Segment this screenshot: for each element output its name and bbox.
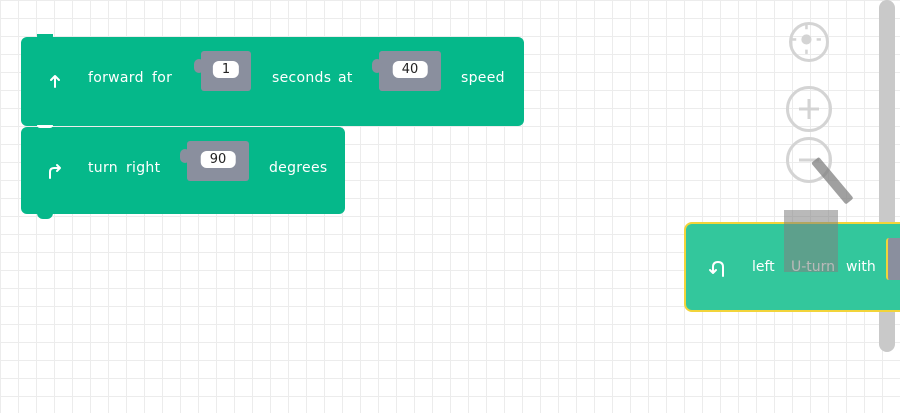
crosshair-icon: [792, 25, 821, 54]
turn-right-icon: [49, 164, 61, 179]
with-label: with: [846, 259, 876, 275]
turn-label: turn: [88, 160, 118, 176]
degrees-label: degrees: [269, 160, 328, 176]
for-label: for: [152, 70, 173, 86]
param-tab: [194, 59, 204, 73]
seconds-param[interactable]: 1: [194, 51, 251, 91]
arrow-up-icon: [50, 75, 60, 88]
block-notch: [37, 125, 53, 128]
speed-value[interactable]: 40: [392, 61, 428, 78]
param-tab: [180, 149, 190, 163]
param-tab: [372, 59, 382, 73]
recenter-button[interactable]: [789, 22, 829, 62]
block-notch: [37, 34, 53, 42]
speed-label: speed: [461, 70, 505, 86]
trash-icon[interactable]: [784, 156, 854, 272]
speed-param[interactable]: 40: [372, 51, 441, 91]
right-label: right: [126, 160, 161, 176]
seconds-value[interactable]: 1: [212, 61, 240, 78]
at-label: at: [338, 70, 353, 86]
degrees-param[interactable]: 90: [180, 141, 249, 181]
turn-right-block[interactable]: turn right 90 degrees: [21, 125, 345, 219]
forward-block[interactable]: forward for 1 seconds at 40 speed: [21, 34, 524, 126]
degrees-value[interactable]: 90: [200, 151, 236, 168]
u-turn-left-icon: [709, 261, 724, 277]
block-notch: [37, 211, 53, 219]
zoom-in-button[interactable]: [786, 86, 832, 132]
u-turn-param[interactable]: [886, 238, 900, 280]
left-label: left: [752, 259, 775, 275]
trash-lid: [811, 156, 854, 205]
forward-label: forward: [88, 70, 144, 86]
zoom-in-icon: [799, 99, 819, 119]
seconds-label: seconds: [272, 70, 332, 86]
trash-body: [784, 210, 838, 272]
